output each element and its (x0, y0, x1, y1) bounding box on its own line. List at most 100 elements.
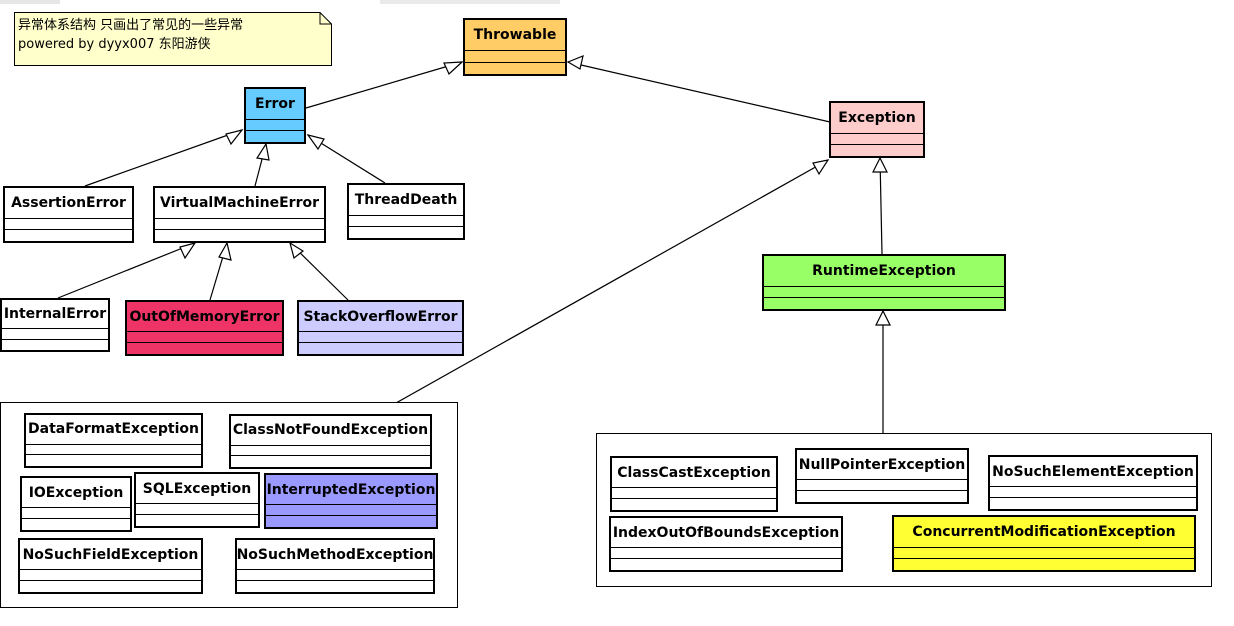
class-name: StackOverflowError (299, 302, 462, 333)
class-attributes (231, 446, 430, 457)
class-out-of-memory-error[interactable]: OutOfMemoryError (125, 300, 284, 356)
class-concurrent-modification-exception[interactable]: ConcurrentModificationException (892, 515, 1196, 572)
arrowhead-vme-mid (218, 241, 232, 261)
class-name: ThreadDeath (349, 185, 463, 216)
note-shape (14, 12, 332, 66)
edge-runtime-exception (879, 157, 883, 255)
class-methods (611, 559, 841, 570)
class-methods (894, 559, 1194, 570)
class-name: AssertionError (5, 188, 132, 219)
class-attributes (2, 329, 108, 340)
class-throwable[interactable]: Throwable (463, 18, 567, 76)
class-attributes (20, 570, 201, 582)
class-methods (349, 227, 463, 238)
class-exception[interactable]: Exception (829, 101, 925, 158)
class-methods (20, 581, 201, 592)
class-attributes (22, 508, 130, 520)
class-io-exception[interactable]: IOException (20, 476, 132, 532)
class-methods (231, 456, 430, 467)
class-methods (266, 516, 436, 527)
class-name: RuntimeException (764, 256, 1004, 287)
class-internal-error[interactable]: InternalError (0, 298, 110, 352)
class-attributes (127, 332, 282, 344)
class-attributes (894, 548, 1194, 559)
class-methods (990, 498, 1196, 509)
class-stack-overflow-error[interactable]: StackOverflowError (297, 300, 464, 356)
class-methods (5, 230, 132, 241)
arrowhead-vme-right (289, 241, 305, 260)
edge-checked-exception (379, 159, 829, 413)
class-no-such-field-exception[interactable]: NoSuchFieldException (18, 538, 203, 594)
class-methods (237, 581, 433, 592)
diagram-note: 异常体系结构 只画出了常见的一些异常 powered by dyyx007 东阳… (14, 12, 332, 66)
arrowhead-throwable-right (566, 55, 584, 70)
class-methods (465, 63, 565, 74)
class-error[interactable]: Error (244, 87, 306, 144)
class-no-such-element-exception[interactable]: NoSuchElementException (988, 455, 1198, 511)
class-name: IndexOutOfBoundsException (611, 518, 841, 549)
note-line-1: 异常体系结构 只画出了常见的一些异常 (18, 18, 244, 33)
class-methods (831, 145, 923, 156)
class-name: IOException (22, 478, 130, 509)
edge-internal-vme (57, 242, 196, 299)
class-attributes (764, 287, 1004, 298)
class-methods (26, 455, 201, 466)
class-virtual-machine-error[interactable]: VirtualMachineError (153, 186, 326, 243)
class-methods (2, 340, 108, 351)
class-sql-exception[interactable]: SQLException (134, 472, 260, 528)
arrowhead-runtime-bottom (875, 309, 891, 326)
class-attributes (136, 504, 258, 516)
class-name: Throwable (465, 20, 565, 52)
class-attributes (797, 480, 967, 492)
class-name: NoSuchFieldException (20, 540, 201, 571)
class-name: VirtualMachineError (155, 188, 324, 219)
class-attributes (155, 219, 324, 230)
class-name: SQLException (136, 474, 258, 505)
arrowhead-error-right (306, 134, 325, 151)
edge-error-throwable (305, 61, 463, 109)
class-name: NullPointerException (797, 450, 967, 481)
arrowhead-vme-left (179, 242, 197, 260)
arrowhead-throwable-left (443, 61, 464, 76)
class-methods (155, 230, 324, 241)
class-data-format-exception[interactable]: DataFormatException (24, 413, 203, 468)
class-name: ClassNotFoundException (231, 416, 430, 446)
class-class-cast-exception[interactable]: ClassCastException (610, 456, 778, 512)
class-null-pointer-exception[interactable]: NullPointerException (795, 448, 969, 504)
class-no-such-method-exception[interactable]: NoSuchMethodException (235, 538, 435, 594)
class-methods (299, 343, 462, 354)
class-interrupted-exception[interactable]: InterruptedException (264, 473, 438, 529)
class-attributes (611, 548, 841, 560)
class-name: NoSuchMethodException (237, 540, 433, 571)
class-methods (22, 519, 130, 530)
class-attributes (266, 505, 436, 517)
class-attributes (831, 134, 923, 145)
class-class-not-found-exception[interactable]: ClassNotFoundException (229, 414, 432, 469)
class-name: Exception (831, 103, 923, 134)
arrowhead-error-left (225, 128, 244, 146)
class-methods (136, 515, 258, 526)
class-name: NoSuchElementException (990, 457, 1196, 488)
class-name: ClassCastException (612, 458, 776, 489)
top-strip (0, 0, 1234, 4)
class-methods (246, 131, 304, 142)
class-name: DataFormatException (26, 415, 201, 445)
edge-exception-throwable (567, 61, 831, 123)
class-methods (797, 491, 967, 502)
class-methods (612, 499, 776, 510)
class-name: InternalError (2, 300, 108, 329)
class-name: OutOfMemoryError (127, 302, 282, 333)
arrowhead-exception-bottom (872, 156, 888, 173)
class-attributes (237, 570, 433, 582)
note-line-2: powered by dyyx007 东阳游侠 (18, 37, 211, 52)
class-assertion-error[interactable]: AssertionError (3, 186, 134, 243)
class-index-out-of-bounds-exception[interactable]: IndexOutOfBoundsException (609, 516, 843, 572)
class-methods (764, 298, 1004, 309)
class-thread-death[interactable]: ThreadDeath (347, 183, 465, 240)
class-attributes (5, 219, 132, 230)
class-attributes (465, 51, 565, 63)
arrowhead-exception-left (812, 159, 830, 176)
class-methods (127, 343, 282, 354)
class-runtime-exception[interactable]: RuntimeException (762, 254, 1006, 311)
